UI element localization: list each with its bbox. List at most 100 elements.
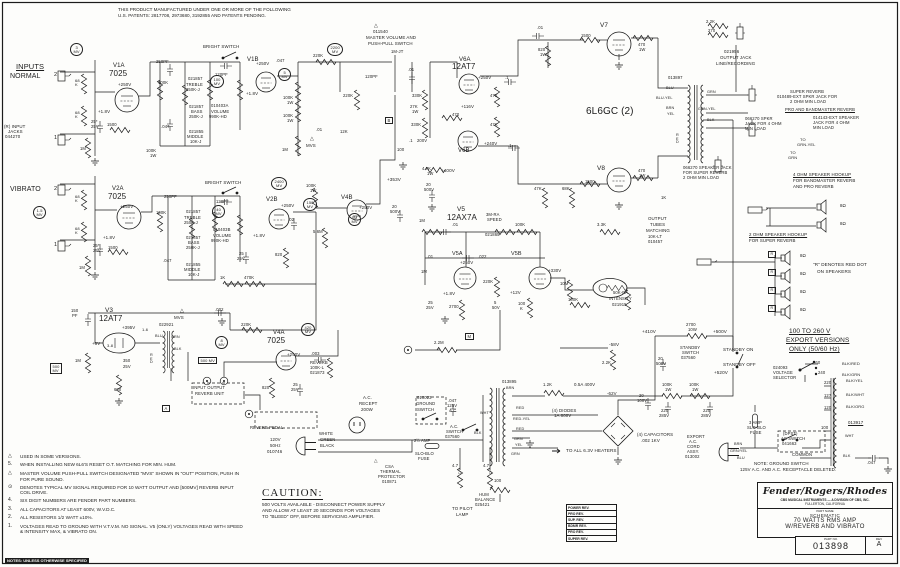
schematic-label: 014143-EXT SPEAKER <box>813 115 860 120</box>
schematic-label: FUSE <box>750 430 762 435</box>
schematic-label: 3.3K <box>597 222 607 227</box>
note-text: ALL CAPACITORS AT LEAST 600V, W.V.D.C. <box>20 506 116 512</box>
schematic-label: 4 OHM SPEAKER HOOKUP <box>793 172 852 177</box>
schematic-label: 100K-L <box>310 365 325 370</box>
schematic-label: SWITCH <box>446 429 464 434</box>
schematic-label: THERMAL <box>380 469 401 474</box>
schematic-label: 250K-J <box>186 87 200 92</box>
schematic-label: .047 <box>448 398 457 403</box>
schematic-label: RED <box>150 353 153 365</box>
schematic-label: "R" DENOTES RED DOT <box>813 262 867 267</box>
capacitor-symbol <box>660 359 666 371</box>
capacitor-symbol <box>220 63 232 69</box>
schematic-label: +410V <box>642 329 656 334</box>
speaker-symbol <box>816 199 827 215</box>
schematic-label: GRN/YEL <box>730 449 748 453</box>
schematic-label: 25V <box>93 248 101 253</box>
resistor-symbol <box>80 221 88 243</box>
mv-level-badge: 1.5 MV <box>33 206 47 220</box>
resistor-symbol <box>456 467 464 489</box>
caution-heading: CAUTION: <box>262 487 323 500</box>
capacitor-symbol <box>97 121 103 133</box>
note-item: △USED IN SOME VERSIONS. <box>8 453 244 460</box>
schematic-label: REVERB PEDAL <box>250 425 284 430</box>
switch-symbol <box>781 433 799 442</box>
vacuum-tube-symbol <box>275 349 297 371</box>
resistor-symbol <box>541 187 549 209</box>
capacitor-symbol <box>868 455 880 461</box>
mv-level-badge: 150 MV <box>303 198 317 212</box>
schematic-label: BLK/ORG <box>846 404 865 409</box>
schematic-label: 100K <box>568 297 579 302</box>
speaker-symbol <box>780 286 791 302</box>
schematic-label: .002 <box>215 307 224 312</box>
resistor-symbol <box>80 73 88 95</box>
vacuum-tube-symbol <box>116 204 142 230</box>
transformer-symbol <box>830 377 838 469</box>
schematic-label: 1500 <box>585 179 595 184</box>
schematic-label: +250V <box>120 204 134 209</box>
resistor-symbol <box>282 247 290 269</box>
optocoupler-symbol <box>592 278 628 298</box>
schematic-label: 25V <box>91 124 99 129</box>
schematic-label: GRN <box>511 452 520 456</box>
schematic-label: TO <box>800 137 806 142</box>
schematic-label: 820 <box>538 47 546 52</box>
resistor-symbol <box>661 392 683 400</box>
schematic-label: 066270 SPEAKER JACK <box>683 165 732 170</box>
schematic-label: 2 OHM SPEAKER HOOKUP <box>749 232 808 237</box>
schematic-label: .1 <box>508 143 512 148</box>
note-text: MASTER VOLUME PUSH-PULL SWITCH DESIGNATE… <box>20 470 240 482</box>
schematic-label: 0.5A 400V <box>574 382 596 387</box>
schematic-label: +520V <box>714 370 728 375</box>
schematic-label: BLACK <box>320 443 335 448</box>
schematic-label: GRN <box>171 335 180 339</box>
schematic-label: B <box>385 117 393 125</box>
ground-symbol <box>91 272 99 280</box>
schematic-label: 470K <box>244 275 255 280</box>
note-marker: 4. <box>8 497 13 504</box>
ground-symbol <box>526 440 534 448</box>
vacuum-tube-symbol <box>528 266 552 290</box>
schematic-label: 100K <box>306 183 317 188</box>
schematic-label: BRIGHT SWITCH <box>203 44 240 49</box>
schematic-label: 820 <box>275 252 283 257</box>
schematic-label: NOTE: GROUND SWITCH <box>754 461 809 466</box>
schematic-label: V5B <box>511 251 522 257</box>
schematic-label: +240V <box>484 141 498 146</box>
fuse-symbol <box>752 413 758 429</box>
schematic-label: REVERB UNIT <box>195 391 225 396</box>
resistor-symbol <box>689 392 711 400</box>
note-marker: △ <box>8 453 12 459</box>
schematic-label: CSA <box>385 464 394 469</box>
company-name: CBS MUSICAL INSTRUMENTS — A DIVISION OF … <box>780 498 870 502</box>
schematic-label: 100K <box>662 382 673 387</box>
notes-list: △USED IN SOME VERSIONS.5.WHEN INSTALLING… <box>8 453 244 537</box>
schematic-label: 8Ω <box>800 253 806 258</box>
capacitor-symbol <box>462 255 474 261</box>
schematic-label: 68 K <box>75 194 80 204</box>
schematic-label: MIDDLE <box>184 267 201 272</box>
note-marker: ⊙ <box>8 483 13 490</box>
resistor-symbol <box>421 228 443 236</box>
schematic-label: 010871 <box>382 479 397 484</box>
schematic-label: BRN <box>734 442 743 446</box>
footer-note: NOTES: UNLESS OTHERWISE SPECIFIED <box>5 558 89 563</box>
schematic-label: GRN-YEL <box>797 142 816 147</box>
schematic-label: MVS <box>174 315 184 320</box>
schematic-label: 7025 <box>108 192 127 201</box>
schematic-label: 25V <box>123 364 131 369</box>
schematic-label: 220 <box>824 380 832 385</box>
schematic-label: .002 1KV <box>641 438 660 443</box>
schematic-label: 021873 <box>310 370 325 375</box>
resistor-symbol <box>244 280 266 288</box>
schematic-label: 1 <box>54 135 58 141</box>
resistor-symbol <box>707 22 729 30</box>
schematic-label: 8Ω <box>800 271 806 276</box>
schematic-label: -58V <box>609 342 620 347</box>
schematic-label: 285V <box>659 413 670 418</box>
resistor-symbol <box>315 58 337 66</box>
resistor-symbol <box>579 180 601 188</box>
schematic-label: 8Ω <box>800 289 806 294</box>
vacuum-tube-symbol <box>457 130 479 152</box>
